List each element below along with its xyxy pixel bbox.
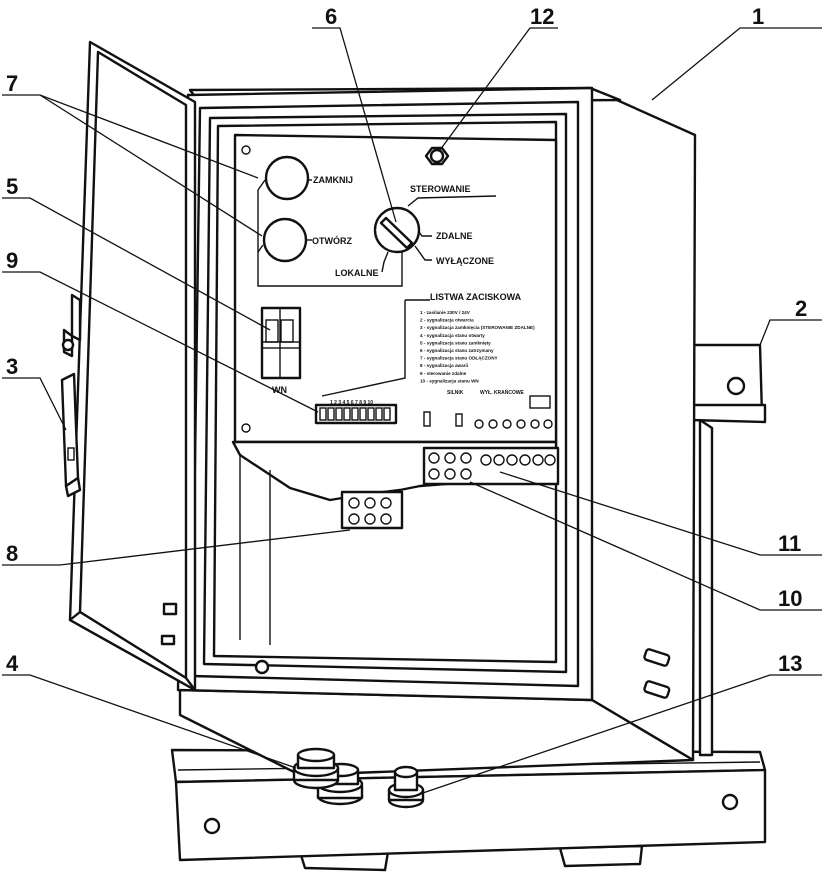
callout-7: 7 <box>6 71 18 96</box>
label-open: OTWÓRZ <box>312 235 352 246</box>
terminal-legend-line: 4 - sygnalizacja stanu otwarty <box>420 333 485 338</box>
close-button[interactable] <box>264 155 310 201</box>
terminal-numbers: 1 2 3 4 5 6 7 8 9 10 <box>330 400 373 406</box>
callout-11: 11 <box>778 531 801 556</box>
terminal-legend-line: 6 - sygnalizacja stanu zatrzymany <box>420 348 494 353</box>
terminal-legend: 1 - zasilanie 230V / 24V 2 - sygnalizacja… <box>420 310 535 383</box>
vent-slot-2 <box>643 680 671 699</box>
callout-13: 13 <box>778 651 802 676</box>
breaker <box>260 306 302 380</box>
callout-9: 9 <box>6 248 18 273</box>
control-panel <box>231 133 560 645</box>
bracket-hole-left <box>203 817 221 835</box>
panel-labels: ZAMKNIJ OTWÓRZ STEROWANIE ZDALNE WYŁĄCZO… <box>272 175 535 406</box>
terminal-legend-line: 8 - sygnalizacja awarii <box>420 363 468 368</box>
label-breaker: WN <box>272 385 287 395</box>
label-terminal-strip: LISTWA ZACISKOWA <box>430 292 522 302</box>
terminal-legend-line: 5 - sygnalizacja stanu zamknięty <box>420 340 491 345</box>
label-local: LOKALNE <box>335 268 379 278</box>
bracket-hole-right <box>721 793 739 811</box>
wall-bracket-hole <box>726 376 746 396</box>
terminal-legend-line: 2 - sygnalizacja otwarcia <box>420 318 474 323</box>
terminal-legend-line: 3 - sygnalizacja zamknięcia (STEROWANIE … <box>420 325 535 330</box>
terminal-legend-line: 1 - zasilanie 230V / 24V <box>420 310 471 315</box>
frame-screw <box>254 659 270 675</box>
callout-12: 12 <box>530 4 554 29</box>
vent-slot-1 <box>643 648 671 667</box>
label-remote: ZDALNE <box>436 231 473 241</box>
label-off: WYŁĄCZONE <box>436 256 494 266</box>
terminal-legend-line: 9 - sterowanie zdalne <box>420 371 467 376</box>
callout-5: 5 <box>6 174 18 199</box>
terminal-block-10-11 <box>422 446 560 486</box>
terminal-legend-line: 7 - sygnalizacja stanu ODŁĄCZONY <box>420 356 498 361</box>
label-motor: SILNIK <box>447 390 464 396</box>
terminal-legend-line: 10 - sygnalizacja stanu WN <box>420 378 479 383</box>
open-door <box>60 40 197 692</box>
callout-8: 8 <box>6 541 18 566</box>
door-handle <box>60 372 80 488</box>
label-control: STEROWANIE <box>410 184 471 194</box>
callout-4: 4 <box>6 651 19 676</box>
label-close: ZAMKNIJ <box>313 175 353 185</box>
label-limit: WYŁ. KRAŃCOWE <box>480 388 525 396</box>
open-button[interactable] <box>262 217 308 263</box>
callout-3: 3 <box>6 354 18 379</box>
wall-bracket <box>688 343 767 757</box>
callout-numbers: 1 2 3 4 5 6 7 8 9 10 11 12 13 <box>6 4 807 676</box>
callout-1: 1 <box>752 4 764 29</box>
leader-lines <box>2 27 822 797</box>
callout-6: 6 <box>325 4 337 29</box>
callout-2: 2 <box>795 296 807 321</box>
callout-10: 10 <box>778 586 802 611</box>
